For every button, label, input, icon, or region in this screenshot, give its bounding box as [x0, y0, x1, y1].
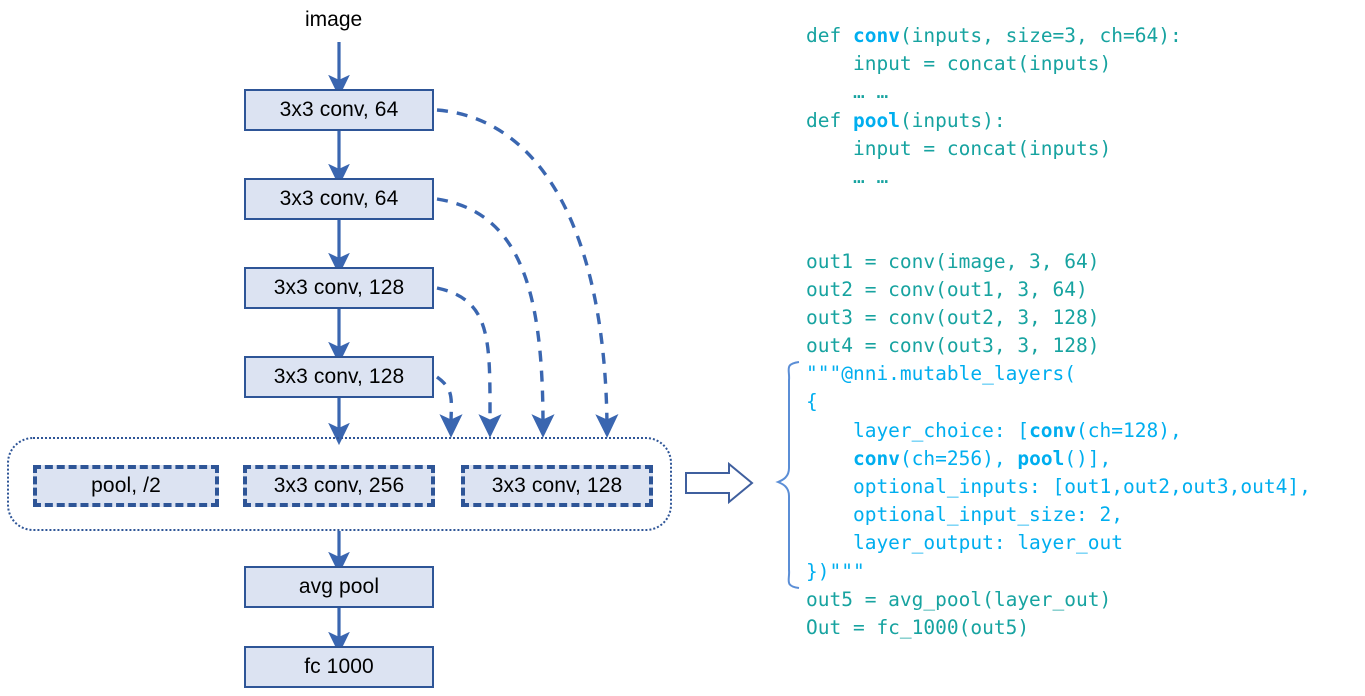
code-token: """@nni.mutable_layers( [806, 362, 1077, 386]
code-token: Out = fc_1000(out5) [806, 615, 1030, 639]
code-line: })""" [806, 558, 1361, 586]
skip-connection-curves [435, 108, 619, 438]
code-line: out5 = avg_pool(layer_out) [806, 586, 1361, 614]
code-token: (ch=128), [1076, 418, 1182, 442]
code-line: """@nni.mutable_layers( [806, 360, 1361, 388]
code-token: conv [852, 24, 900, 47]
code-line: def conv(inputs, size=3, ch=64): [806, 22, 1361, 50]
code-line: optional_input_size: 2, [806, 501, 1361, 529]
code-token: … … [806, 80, 889, 104]
node-conv1[interactable]: 3x3 conv, 64 [244, 89, 434, 131]
code-token: out2 = conv(out1, 3, 64) [806, 277, 1088, 301]
code-token: out3 = conv(out2, 3, 128) [806, 305, 1100, 329]
code-line: out4 = conv(out3, 3, 128) [806, 332, 1361, 360]
node-conv4[interactable]: 3x3 conv, 128 [244, 356, 434, 398]
code-token: layer_output: layer_out [806, 531, 1123, 555]
code-line: optional_inputs: [out1,out2,out3,out4], [806, 473, 1361, 501]
code-token: conv [852, 446, 900, 470]
code-token: (inputs, size=3, ch=64): [899, 24, 1182, 47]
code-token: def [806, 24, 853, 47]
code-token: conv [1029, 418, 1077, 442]
code-token: input = concat(inputs) [806, 52, 1112, 76]
code-line: { [806, 388, 1361, 416]
code-line: Out = fc_1000(out5) [806, 614, 1361, 642]
code-line: layer_choice: [conv(ch=128), [806, 417, 1361, 445]
code-line: conv(ch=256), pool()], [806, 445, 1361, 473]
code-token: ()], [1064, 446, 1112, 470]
choice-pool[interactable]: pool, /2 [33, 465, 219, 507]
code-line: out3 = conv(out2, 3, 128) [806, 304, 1361, 332]
code-line [806, 219, 1361, 247]
code-token: pool [852, 108, 900, 132]
mutable-layer-group [7, 437, 672, 531]
choice-conv-128[interactable]: 3x3 conv, 128 [461, 465, 653, 507]
code-token: layer_choice: [ [806, 418, 1030, 442]
code-token: optional_inputs: [out1,out2,out3,out4], [806, 475, 1311, 498]
hollow-arrow-icon [685, 461, 754, 505]
code-brace [775, 361, 800, 589]
code-token: def [806, 108, 853, 132]
code-line: out2 = conv(out1, 3, 64) [806, 276, 1361, 304]
code-line: … … [806, 163, 1361, 191]
code-line: out1 = conv(image, 3, 64) [806, 248, 1361, 276]
code-token: out5 = avg_pool(layer_out) [806, 587, 1112, 611]
code-token: input = concat(inputs) [806, 136, 1112, 160]
code-token: (ch=256), [899, 446, 1018, 470]
node-fc-1000[interactable]: fc 1000 [244, 646, 434, 688]
node-conv2[interactable]: 3x3 conv, 64 [244, 178, 434, 220]
code-token: (inputs): [899, 108, 1006, 132]
code-line: … … [806, 78, 1361, 106]
code-line: layer_output: layer_out [806, 529, 1361, 557]
code-line [806, 191, 1361, 219]
input-label: image [305, 8, 363, 31]
code-token [806, 447, 853, 470]
code-token: … … [806, 164, 889, 188]
code-token: out4 = conv(out3, 3, 128) [806, 334, 1100, 358]
code-token: pool [1017, 446, 1065, 470]
code-token: optional_input_size: 2, [806, 503, 1123, 527]
code-line: def pool(inputs): [806, 107, 1361, 135]
node-conv3[interactable]: 3x3 conv, 128 [244, 267, 434, 309]
choice-conv-256[interactable]: 3x3 conv, 256 [243, 465, 435, 507]
code-line: input = concat(inputs) [806, 50, 1361, 78]
code-panel[interactable]: def conv(inputs, size=3, ch=64): input =… [806, 22, 1361, 642]
node-avg-pool[interactable]: avg pool [244, 566, 434, 608]
code-token: { [806, 390, 818, 414]
code-token: out1 = conv(image, 3, 64) [806, 249, 1100, 273]
code-token: })""" [806, 559, 865, 583]
code-line: input = concat(inputs) [806, 135, 1361, 163]
